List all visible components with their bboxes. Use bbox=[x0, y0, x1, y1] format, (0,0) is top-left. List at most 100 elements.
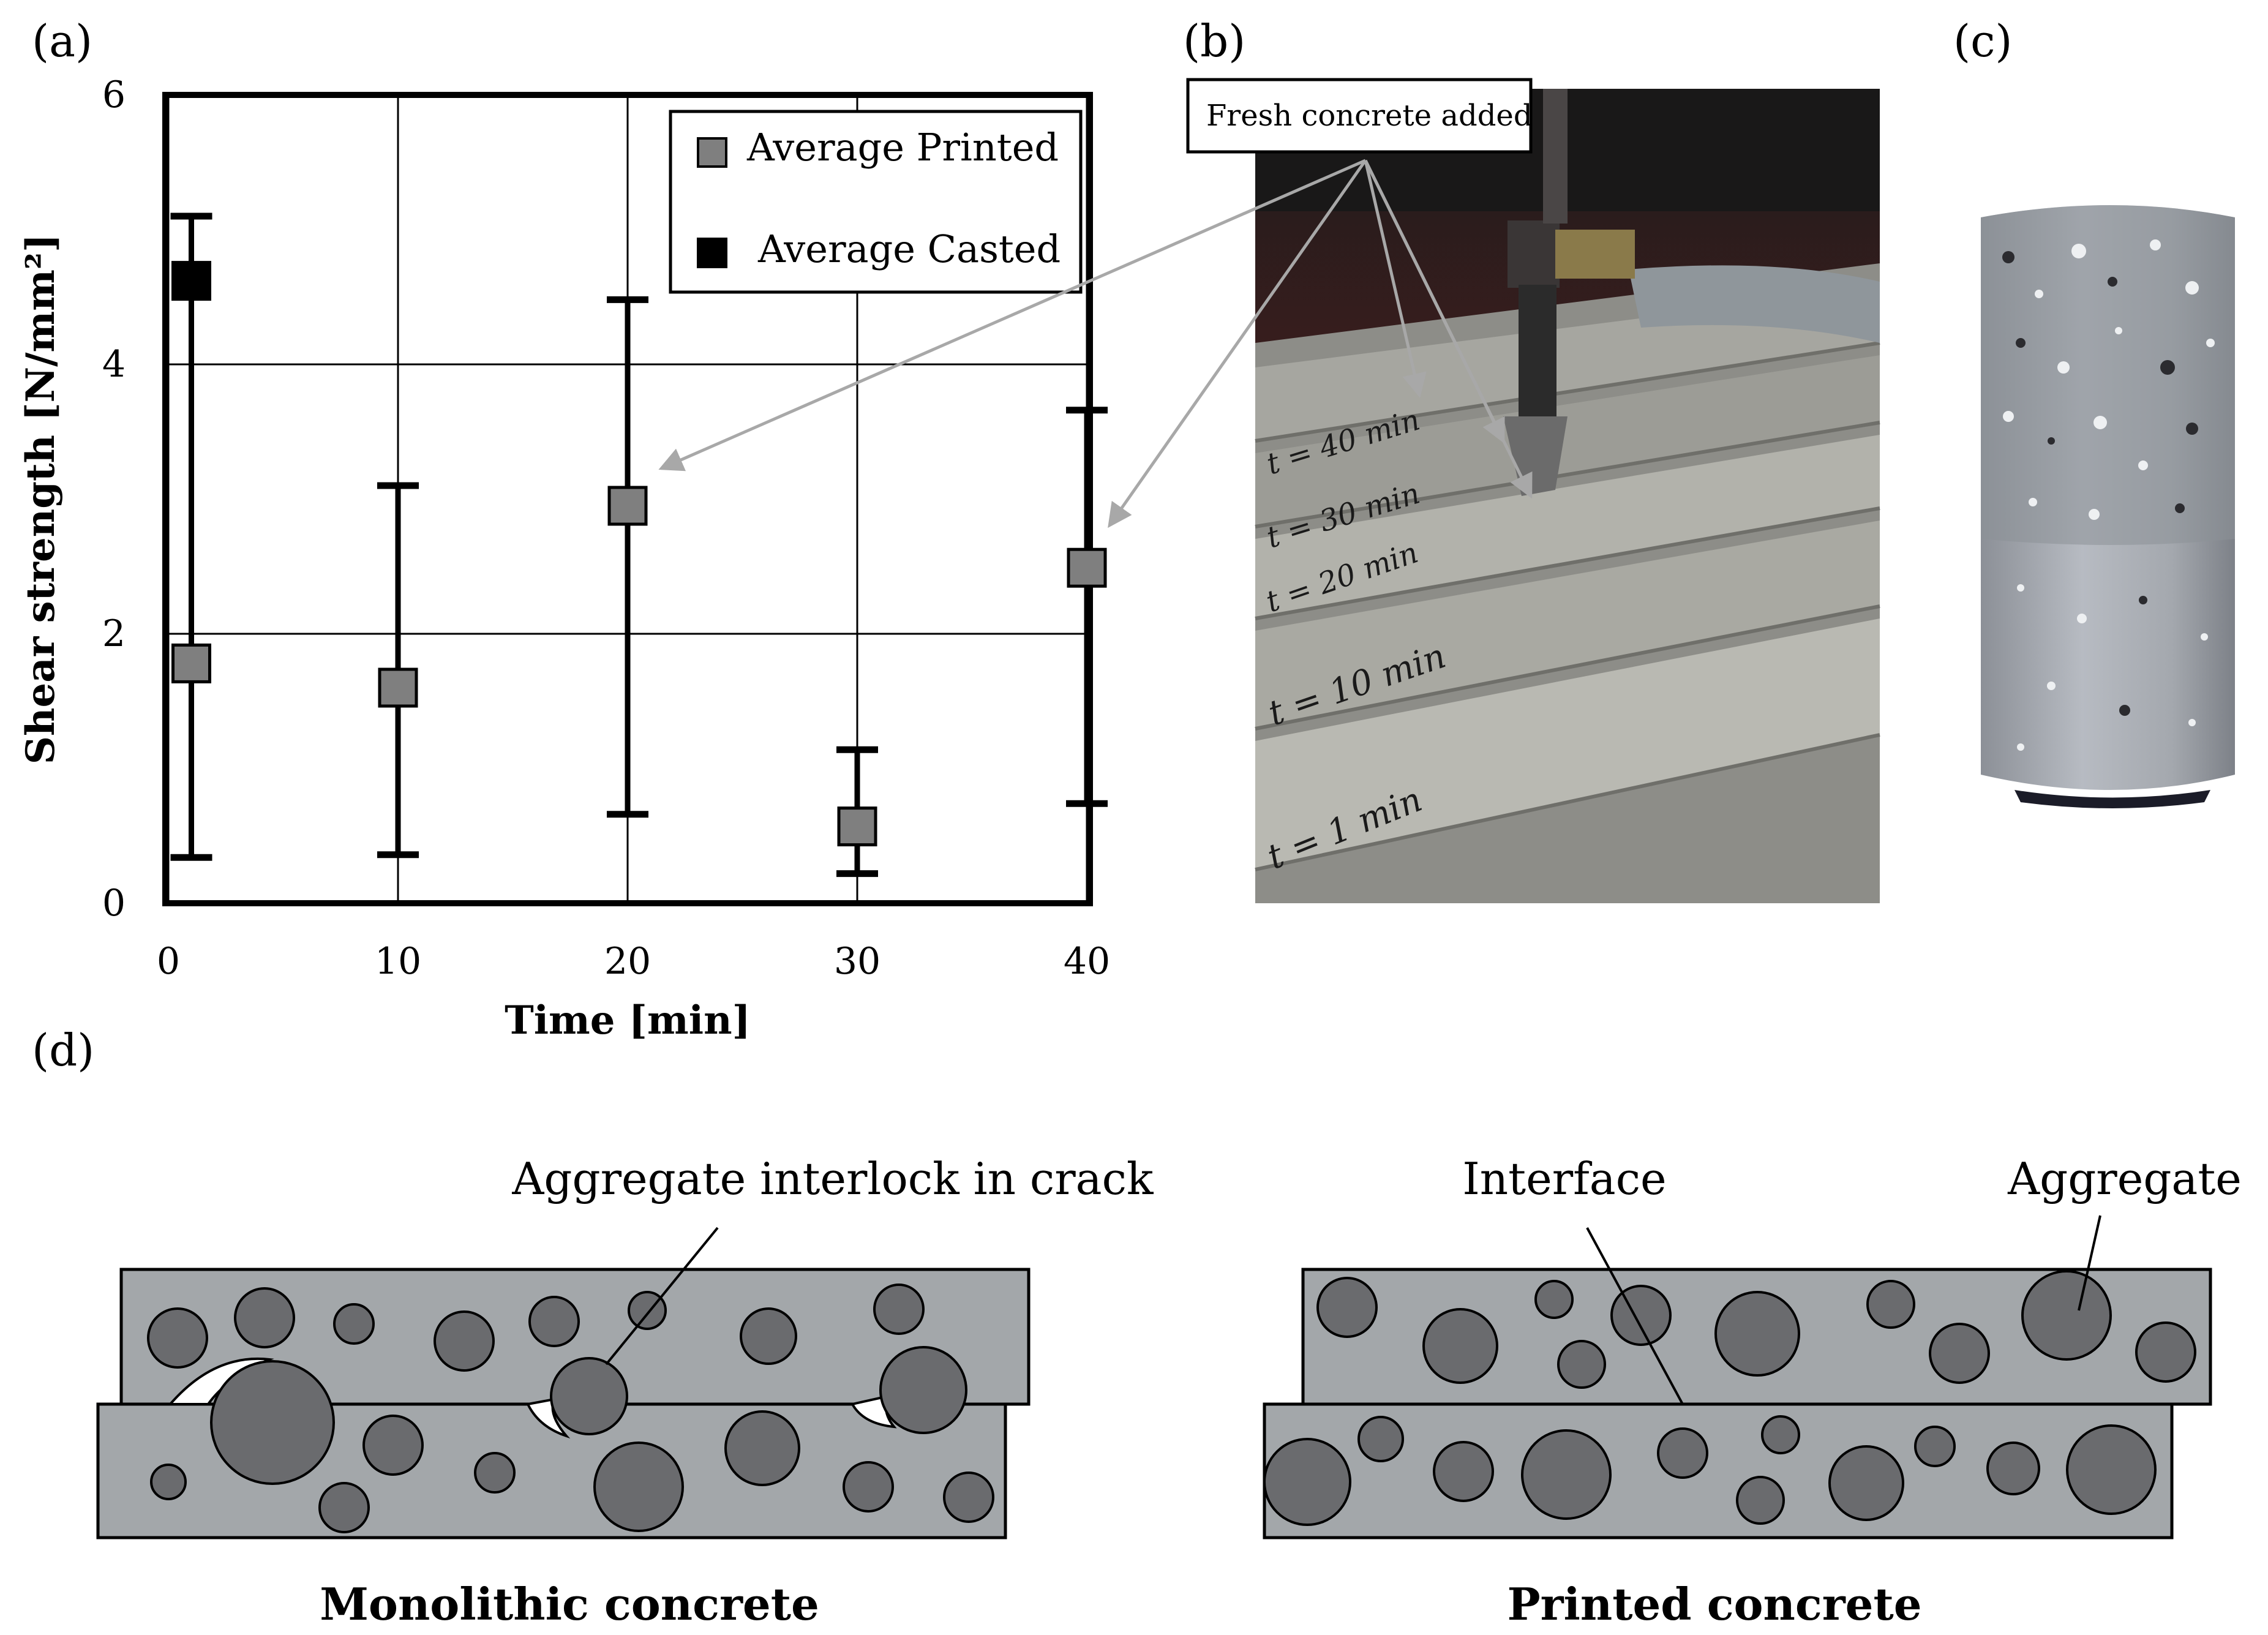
aggregate-circle bbox=[593, 1441, 684, 1532]
monolithic-schematic: Aggregate interlock in crack Monolithic … bbox=[96, 1153, 1154, 1630]
aggregate-circle bbox=[147, 1307, 208, 1369]
speckle bbox=[2035, 290, 2043, 298]
speckle bbox=[2201, 633, 2208, 641]
aggregate-circle bbox=[843, 1461, 894, 1513]
aggregate-circle bbox=[943, 1472, 994, 1523]
data-point bbox=[837, 806, 877, 847]
speckle bbox=[2150, 239, 2161, 250]
aggregate-circle bbox=[1557, 1340, 1606, 1389]
speckle bbox=[2188, 719, 2196, 726]
aggregate-circle bbox=[1263, 1438, 1351, 1526]
speckle bbox=[2071, 244, 2086, 258]
data-point bbox=[171, 261, 211, 301]
legend-marker-casted bbox=[697, 238, 727, 268]
aggregate-circle bbox=[1357, 1416, 1404, 1462]
aggregate-circle bbox=[1657, 1427, 1708, 1479]
aggregate-circle bbox=[724, 1410, 800, 1486]
aggregate-leader-line bbox=[2078, 1215, 2101, 1311]
printed-schematic: Interface Aggregate Printed concrete bbox=[1263, 1153, 2242, 1630]
panel-d: (d) Aggregate interlock in crack Monolit… bbox=[32, 1024, 2242, 1630]
printed-aggregates bbox=[1263, 1270, 2196, 1526]
printing-photo: t = 40 min t = 30 min t = 20 min t = 10 … bbox=[1255, 89, 1880, 903]
x-tick-label: 0 bbox=[157, 940, 180, 983]
speckle bbox=[2016, 338, 2026, 348]
aggregate-circle bbox=[150, 1464, 187, 1500]
aggregate-circle bbox=[1828, 1445, 1904, 1521]
aggregate-circle bbox=[1433, 1441, 1494, 1502]
y-axis-label: Shear strength [N/mm²] bbox=[18, 234, 64, 765]
speckle bbox=[2057, 361, 2070, 374]
caption-printed: Printed concrete bbox=[1507, 1578, 1921, 1630]
speckle bbox=[2160, 360, 2175, 375]
speckle bbox=[2017, 584, 2024, 592]
aggregate-circle bbox=[2066, 1424, 2157, 1515]
speckle bbox=[2139, 596, 2147, 604]
aggregate-circle bbox=[1761, 1415, 1800, 1454]
aggregate-circle bbox=[550, 1357, 628, 1435]
aggregate-circle bbox=[1866, 1280, 1915, 1329]
y-tick-label: 6 bbox=[102, 73, 126, 116]
aggregate-circle bbox=[234, 1287, 295, 1348]
data-point bbox=[378, 667, 418, 708]
aggregate-circle bbox=[1610, 1285, 1672, 1346]
aggregate-circle bbox=[333, 1303, 375, 1345]
speckle bbox=[2185, 281, 2199, 295]
speckle bbox=[2029, 498, 2037, 506]
panel-a-label: (a) bbox=[32, 15, 92, 67]
crack-leader-line bbox=[605, 1227, 719, 1366]
chart-series bbox=[170, 212, 1108, 878]
x-axis-label: Time [min] bbox=[505, 998, 751, 1043]
speckle bbox=[2089, 509, 2100, 520]
legend-marker-printed bbox=[697, 137, 727, 168]
panel-d-label: (d) bbox=[32, 1024, 94, 1076]
x-tick-label: 40 bbox=[1064, 940, 1110, 983]
aggregate-circle bbox=[1736, 1476, 1785, 1525]
speckle bbox=[2003, 411, 2014, 422]
speckle bbox=[2093, 416, 2107, 429]
cylinder-specimen bbox=[1981, 205, 2235, 808]
aggregate-circle bbox=[1534, 1280, 1574, 1319]
y-tick-label: 4 bbox=[102, 343, 126, 386]
x-tick-label: 20 bbox=[604, 940, 651, 983]
panel-c: (c) bbox=[1953, 15, 2235, 808]
data-point bbox=[607, 486, 648, 526]
aggregate-circle bbox=[1316, 1277, 1378, 1338]
caption-monolithic: Monolithic concrete bbox=[320, 1578, 819, 1630]
chart-plot-frame bbox=[162, 92, 1093, 906]
legend-box bbox=[669, 110, 1083, 294]
legend-label-printed: Average Printed bbox=[746, 125, 1059, 170]
aggregate-speckles bbox=[2002, 239, 2215, 751]
aggregate-circle bbox=[434, 1310, 495, 1372]
speckle bbox=[2002, 251, 2015, 263]
aggregate-circle bbox=[1929, 1323, 1990, 1384]
interface-leader-line bbox=[1586, 1227, 1684, 1405]
speckle bbox=[2017, 743, 2024, 751]
annotation-aggregate: Aggregate bbox=[2007, 1153, 2242, 1205]
panel-c-label: (c) bbox=[1953, 15, 2013, 67]
speckle bbox=[2047, 682, 2056, 690]
speckle bbox=[2077, 614, 2087, 623]
callout-box bbox=[1186, 78, 1533, 154]
panel-b: (b) bbox=[658, 15, 1880, 903]
aggregate-circle bbox=[1521, 1429, 1612, 1520]
speckle bbox=[2108, 277, 2117, 287]
callout-text: Fresh concrete added bbox=[1206, 99, 1533, 133]
annotation-crack: Aggregate interlock in crack bbox=[511, 1153, 1154, 1205]
y-tick-label: 0 bbox=[102, 882, 126, 925]
panel-b-label: (b) bbox=[1183, 15, 1245, 67]
speckle bbox=[2138, 460, 2148, 470]
speckle bbox=[2119, 705, 2130, 716]
speckle bbox=[2115, 327, 2122, 334]
speckle bbox=[2048, 437, 2055, 445]
aggregate-circle bbox=[474, 1452, 516, 1494]
aggregate-circle bbox=[873, 1284, 925, 1335]
data-point bbox=[1067, 547, 1107, 588]
aggregate-circle bbox=[1914, 1426, 1956, 1467]
aggregate-circle bbox=[1714, 1291, 1800, 1377]
x-tick-label: 10 bbox=[375, 940, 421, 983]
aggregate-circle bbox=[2021, 1270, 2112, 1361]
aggregate-circle bbox=[318, 1482, 370, 1533]
aggregate-circle bbox=[528, 1296, 580, 1347]
